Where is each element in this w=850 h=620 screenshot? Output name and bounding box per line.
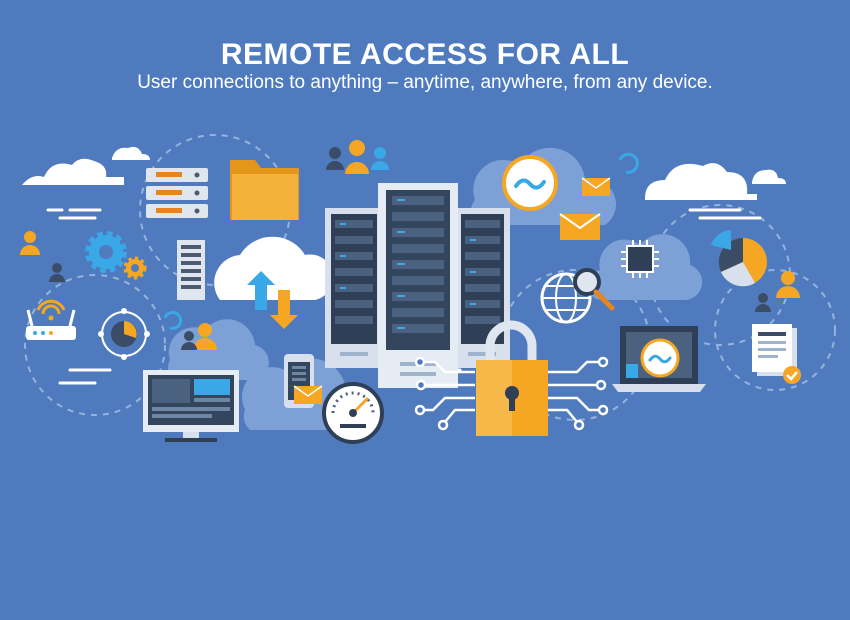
pie-chart-icon — [711, 230, 767, 287]
speedometer-icon — [322, 382, 384, 444]
sync-arrows — [247, 271, 298, 329]
magnifier-icon — [573, 268, 615, 311]
envelope-icon — [293, 385, 323, 404]
laptop-icon — [612, 326, 706, 392]
cloud-icon — [22, 158, 124, 185]
pie-chart-icon — [98, 308, 150, 360]
monitor-icon — [143, 370, 239, 442]
envelope-icon — [559, 213, 601, 240]
cloud-sync-icon — [214, 236, 334, 300]
tilde-logo-icon — [502, 155, 558, 211]
gear-icon — [123, 256, 147, 280]
cloud-icon — [752, 169, 786, 184]
dashed-orbit — [24, 274, 166, 416]
user-icon — [181, 331, 197, 350]
users-icon — [326, 140, 389, 174]
document-check-icon — [752, 324, 801, 384]
user-icon — [49, 263, 65, 282]
user-icon — [20, 231, 40, 255]
wifi-router-icon — [26, 299, 76, 340]
dashed-orbit — [714, 269, 836, 391]
padlock-icon — [476, 320, 548, 436]
folder-icon — [230, 160, 299, 220]
user-icon — [776, 271, 800, 298]
globe-icon — [540, 272, 592, 324]
sync-icon — [163, 152, 639, 330]
server-tower-icon — [177, 240, 205, 300]
server-rack-icon — [146, 168, 208, 218]
cloud-icon — [645, 163, 757, 200]
circuit-lines — [423, 360, 599, 423]
user-icon — [755, 293, 771, 312]
user-icon — [193, 323, 217, 350]
cloud-icon — [112, 146, 150, 160]
page-title: REMOTE ACCESS FOR ALL — [220, 38, 630, 71]
envelope-icon — [581, 177, 611, 196]
gear-icon — [85, 231, 127, 273]
page-subtitle: User connections to anything – anytime, … — [137, 72, 713, 93]
chip-icon — [621, 240, 659, 278]
